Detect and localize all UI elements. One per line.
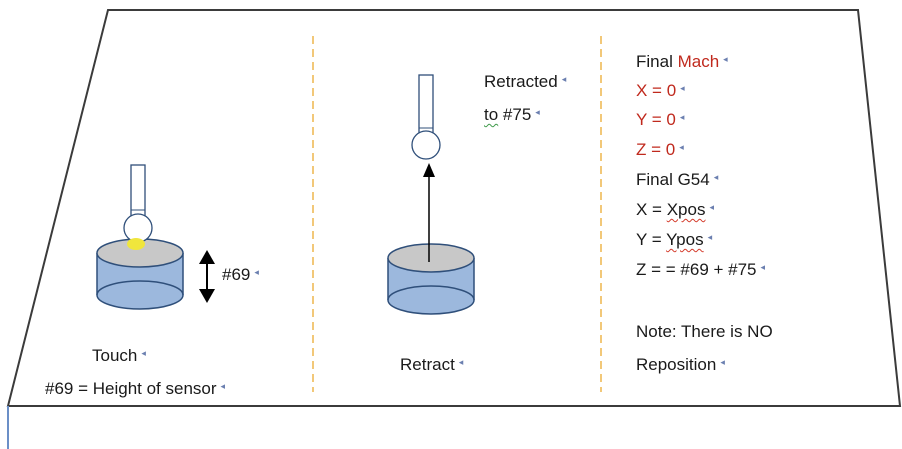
- height-of-sensor-note: #69 = Height of sensor◂: [45, 379, 226, 398]
- height-double-arrow: [199, 250, 215, 303]
- height-dimension-label: #69◂: [222, 265, 259, 284]
- note-line1: Note: There is NO: [636, 322, 773, 341]
- retracted-label-line1: Retracted◂: [484, 72, 567, 91]
- retract-sensor-cylinder: [387, 243, 475, 315]
- g54-x-value: X = Xpos◂: [636, 200, 714, 219]
- mach-x-value: X = 0◂: [636, 81, 685, 100]
- retract-caption: Retract◂: [400, 355, 464, 374]
- probe-contact-point: [127, 238, 145, 250]
- final-g54-title: Final G54◂: [636, 170, 719, 189]
- retract-up-arrow: [423, 163, 435, 262]
- g54-y-value: Y = Ypos◂: [636, 230, 713, 249]
- retracted-label-line2: to #75◂: [484, 105, 540, 124]
- g54-z-value: Z = = #69 + #75◂: [636, 260, 766, 279]
- note-line2: Reposition◂: [636, 355, 725, 374]
- retracted-probe: [411, 74, 441, 160]
- mach-z-value: Z = 0◂: [636, 140, 684, 159]
- diagram-frame: [6, 9, 902, 407]
- touch-caption: Touch◂: [92, 346, 146, 365]
- touch-probe: [123, 164, 153, 250]
- mach-y-value: Y = 0◂: [636, 110, 685, 129]
- touch-sensor-cylinder: [96, 238, 184, 310]
- final-mach-title: Final Mach◂: [636, 52, 728, 71]
